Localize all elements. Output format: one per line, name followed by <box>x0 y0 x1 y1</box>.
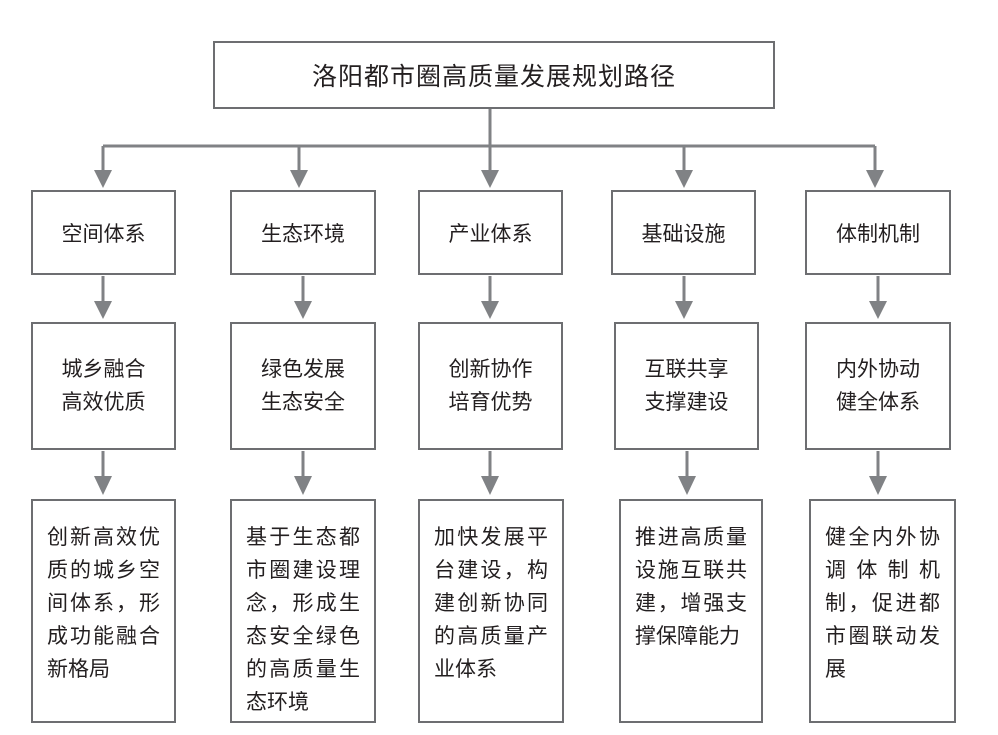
arrow-title-to-system <box>866 170 884 188</box>
goal-space: 城乡融合 高效优质 <box>31 322 176 450</box>
goal-infrastructure: 互联共享 支撑建设 <box>614 322 759 450</box>
arrow-industry-cat-to-goal <box>481 301 499 319</box>
goal-space-line2: 高效优质 <box>61 390 146 414</box>
category-infrastructure: 基础设施 <box>611 190 756 275</box>
category-ecology: 生态环境 <box>230 190 376 275</box>
detail-ecology: 基于生态都市圈建设理念，形成生态安全绿色的高质量生态环境 <box>230 499 376 723</box>
arrow-title-to-eco <box>290 170 308 188</box>
arrow-system-cat-to-goal <box>869 301 887 319</box>
arrow-infra-goal-to-detail <box>678 476 696 495</box>
goal-institution-line2: 健全体系 <box>836 390 920 414</box>
category-space: 空间体系 <box>31 190 176 275</box>
detail-industry: 加快发展平台建设，构建创新协同的高质量产业体系 <box>418 499 564 723</box>
goal-infrastructure-line2: 支撑建设 <box>644 390 729 414</box>
arrow-infra-cat-to-goal <box>675 301 693 319</box>
detail-institution: 健全内外协调体制机制，促进都市圈联动发展 <box>809 499 956 723</box>
arrow-title-to-space <box>94 170 112 188</box>
category-industry: 产业体系 <box>418 190 563 275</box>
goal-ecology-line2: 生态安全 <box>261 390 345 414</box>
goal-industry-line2: 培育优势 <box>448 390 533 414</box>
goal-ecology-line1: 绿色发展 <box>261 357 345 381</box>
arrow-title-to-infra <box>675 170 693 188</box>
goal-ecology: 绿色发展 生态安全 <box>230 322 376 450</box>
arrow-title-to-industry <box>481 170 499 188</box>
goal-space-line1: 城乡融合 <box>61 357 146 381</box>
arrow-system-goal-to-detail <box>869 476 887 495</box>
arrow-eco-cat-to-goal <box>294 301 312 319</box>
goal-institution-line1: 内外协动 <box>836 357 920 381</box>
goal-industry-line1: 创新协作 <box>448 357 533 381</box>
goal-industry: 创新协作 培育优势 <box>418 322 563 450</box>
arrow-eco-goal-to-detail <box>294 476 312 495</box>
detail-infrastructure: 推进高质量设施互联共建，增强支撑保障能力 <box>619 499 763 723</box>
goal-institution: 内外协动 健全体系 <box>805 322 951 450</box>
detail-space: 创新高效优质的城乡空间体系，形成功能融合新格局 <box>31 499 176 723</box>
goal-infrastructure-line1: 互联共享 <box>644 357 729 381</box>
diagram-title: 洛阳都市圈高质量发展规划路径 <box>213 41 775 109</box>
category-institution: 体制机制 <box>805 190 951 275</box>
arrow-space-cat-to-goal <box>94 301 112 319</box>
arrow-space-goal-to-detail <box>94 476 112 495</box>
arrow-industry-goal-to-detail <box>481 476 499 495</box>
